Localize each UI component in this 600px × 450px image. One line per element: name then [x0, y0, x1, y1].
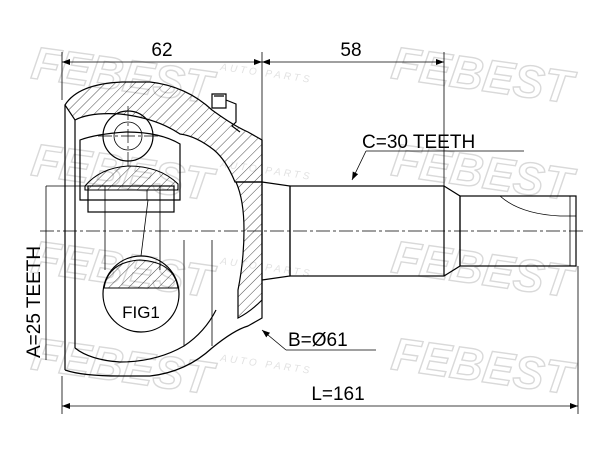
shaft-thread-end — [499, 195, 576, 217]
stub-shaft — [261, 181, 577, 281]
outer-teeth-label: C=30 TEETH — [362, 132, 475, 153]
boot-clamp — [211, 93, 241, 133]
race-outline — [79, 131, 181, 201]
total-length-label: L=161 — [311, 384, 364, 405]
watermark-7: FEBEST — [29, 327, 220, 404]
watermark-sub-4: AUTO PARTS — [219, 353, 313, 377]
inner-race: FIG1 — [79, 106, 181, 333]
race-spline — [87, 185, 175, 213]
fig1-leader — [140, 199, 149, 257]
housing-hatched-bottom — [235, 181, 263, 319]
diameter-label: B=Ø61 — [288, 330, 348, 351]
inner-teeth-label: A=25 TEETH — [24, 246, 45, 358]
dim-inner-teeth: A=25 TEETH — [24, 185, 90, 360]
watermark-6: FEBEST — [389, 230, 580, 307]
ball-inner — [113, 121, 143, 151]
watermark-2: FEBEST — [389, 36, 580, 113]
dim-housing-length: 62 — [61, 40, 263, 140]
dim-shaft-length: 58 — [262, 40, 445, 186]
fig1-hatched-cap — [103, 259, 179, 289]
dim-62-label: 62 — [151, 40, 172, 61]
housing-inner-cup — [74, 120, 217, 363]
dim-58-label: 58 — [340, 40, 361, 61]
watermark-8: FEBEST — [389, 327, 580, 404]
dim-total-length: L=161 — [61, 266, 579, 414]
watermark-sub-1: AUTO PARTS — [219, 62, 313, 86]
shaft-thread — [459, 195, 577, 267]
race-hatched — [84, 165, 179, 191]
joint-housing — [64, 81, 263, 377]
dim-outer-teeth: C=30 TEETH — [351, 132, 524, 181]
housing-body — [64, 105, 263, 377]
dim-diameter: B=Ø61 — [261, 329, 376, 351]
fig1-label: FIG1 — [122, 303, 160, 322]
